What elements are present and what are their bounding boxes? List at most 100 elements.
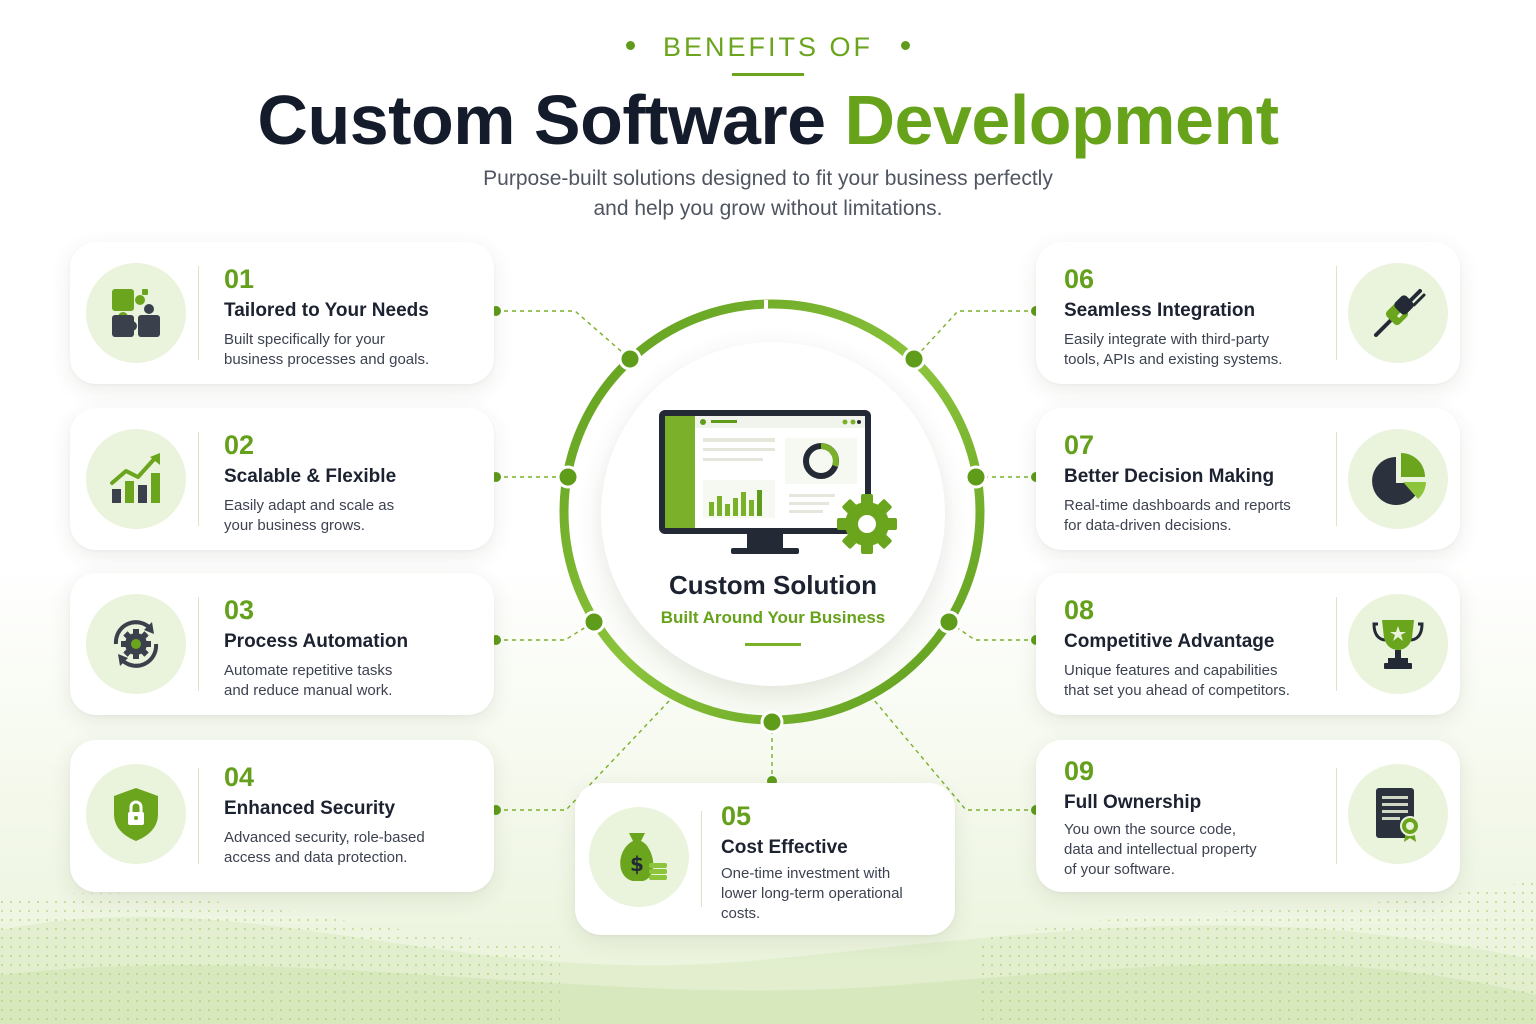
benefit-card-03: 03 Process Automation Automate repetitiv…	[70, 573, 494, 715]
description-line: access and data protection.	[224, 849, 408, 866]
eyebrow-underline	[732, 73, 804, 76]
benefit-number: 08	[1064, 595, 1095, 625]
benefit-description: Advanced security, role-based access and…	[224, 828, 484, 868]
monitor-dashboard-icon	[659, 410, 897, 554]
card-divider	[198, 432, 199, 526]
hub-circle	[601, 342, 945, 686]
benefit-card-02: 02 Scalable & Flexible Easily adapt and …	[70, 408, 494, 550]
hub-subtitle: Built Around Your Business	[660, 608, 886, 627]
benefit-description: Built specifically for your business pro…	[224, 330, 484, 370]
benefit-card-04: 04 Enhanced Security Advanced security, …	[70, 740, 494, 892]
card-divider	[198, 266, 199, 360]
benefit-number: 03	[224, 595, 255, 625]
description-line: and reduce manual work.	[224, 682, 393, 699]
icon-badge	[86, 263, 186, 363]
title-main: Custom Software	[257, 81, 826, 159]
card-divider	[1336, 768, 1337, 864]
title-accent: Development	[844, 81, 1280, 159]
eyebrow-dot-right	[901, 41, 911, 51]
benefit-number: 01	[224, 264, 255, 294]
eyebrow-dot-left	[625, 41, 635, 51]
benefit-number: 07	[1064, 430, 1095, 460]
card-divider	[1336, 432, 1337, 526]
eyebrow-text: BENEFITS OF	[662, 32, 874, 62]
benefit-card-09: 09 Full Ownership You own the source cod…	[1036, 740, 1460, 892]
benefit-title: Full Ownership	[1064, 792, 1202, 813]
description-line: Easily integrate with third-party	[1064, 331, 1270, 348]
money-bag-icon: $	[620, 833, 667, 881]
description-line: tools, APIs and existing systems.	[1064, 351, 1283, 368]
description-line: data and intellectual property	[1064, 841, 1257, 858]
benefit-title: Competitive Advantage	[1064, 631, 1275, 652]
description-line: Built specifically for your	[224, 331, 385, 348]
page-subtitle: Purpose-built solutions designed to fit …	[368, 164, 1168, 224]
description-line: Automate repetitive tasks	[224, 662, 393, 679]
background-dot-field	[0, 893, 560, 1024]
icon-badge	[1348, 764, 1448, 864]
puzzle-icon	[112, 289, 160, 337]
icon-badge	[1348, 263, 1448, 363]
benefit-card-06: 06 Seamless Integration Easily integrate…	[1036, 242, 1460, 384]
card-divider	[198, 597, 199, 691]
plug-icon	[1374, 289, 1426, 337]
shield-lock-icon	[114, 788, 158, 841]
benefit-description: Real-time dashboards and reports for dat…	[1064, 496, 1334, 536]
description-line: of your software.	[1064, 861, 1175, 878]
page-title: Custom Software Development	[0, 80, 1536, 160]
benefit-card-08: 08 Competitive Advantage Unique features…	[1036, 573, 1460, 715]
growth-chart-icon	[110, 453, 160, 503]
description-line: that set you ahead of competitors.	[1064, 682, 1290, 699]
benefit-title: Seamless Integration	[1064, 300, 1256, 321]
icon-badge	[86, 429, 186, 529]
benefit-description: You own the source code, data and intell…	[1064, 820, 1334, 880]
description-line: You own the source code,	[1064, 821, 1237, 838]
benefit-card-05: $ 05 Cost Effective One-time investment …	[575, 783, 955, 935]
hub-underline	[745, 643, 801, 646]
icon-badge	[1348, 429, 1448, 529]
benefit-number: 05	[721, 801, 752, 831]
description-line: One-time investment with	[721, 865, 891, 882]
benefit-title: Better Decision Making	[1064, 466, 1275, 487]
card-divider	[701, 811, 702, 907]
benefit-card-01: 01 Tailored to Your Needs Built specific…	[70, 242, 494, 384]
svg-text:$: $	[630, 852, 644, 876]
benefit-description: Automate repetitive tasks and reduce man…	[224, 661, 484, 701]
description-line: lower long-term operational	[721, 885, 903, 902]
benefit-card-07: 07 Better Decision Making Real-time dash…	[1036, 408, 1460, 550]
hub-title: Custom Solution	[669, 570, 877, 600]
certificate-icon	[1376, 788, 1420, 842]
benefit-title: Scalable & Flexible	[224, 466, 397, 487]
trophy-icon	[1372, 620, 1424, 669]
subtitle-line: Purpose-built solutions designed to fit …	[483, 167, 1053, 190]
description-line: Easily adapt and scale as	[224, 497, 395, 514]
description-line: costs.	[721, 905, 761, 922]
pie-chart-icon	[1372, 453, 1426, 505]
icon-badge	[1348, 594, 1448, 694]
benefit-description: Easily integrate with third-party tools,…	[1064, 330, 1334, 370]
benefit-description: One-time investment with lower long-term…	[721, 864, 946, 924]
description-line: Real-time dashboards and reports	[1064, 497, 1291, 514]
subtitle-line: and help you grow without limitations.	[593, 197, 943, 220]
benefit-number: 09	[1064, 756, 1095, 786]
benefit-number: 02	[224, 430, 255, 460]
card-divider	[1336, 266, 1337, 360]
card-divider	[1336, 597, 1337, 691]
benefit-title: Process Automation	[224, 631, 409, 652]
icon-badge: $	[589, 807, 689, 907]
background-dot-field	[980, 880, 1536, 1024]
ring-nodes	[556, 347, 988, 734]
icon-badge	[86, 594, 186, 694]
description-line: Advanced security, role-based	[224, 829, 425, 846]
benefit-number: 06	[1064, 264, 1095, 294]
benefit-description: Easily adapt and scale as your business …	[224, 496, 484, 536]
card-divider	[198, 768, 199, 864]
description-line: for data-driven decisions.	[1064, 517, 1232, 534]
description-line: business processes and goals.	[224, 351, 430, 368]
automation-gear-icon	[113, 620, 159, 668]
icon-badge	[86, 764, 186, 864]
description-line: your business grows.	[224, 517, 365, 534]
eyebrow-heading: BENEFITS OF	[0, 32, 1536, 63]
benefit-title: Enhanced Security	[224, 798, 396, 819]
benefit-title: Cost Effective	[721, 837, 848, 858]
